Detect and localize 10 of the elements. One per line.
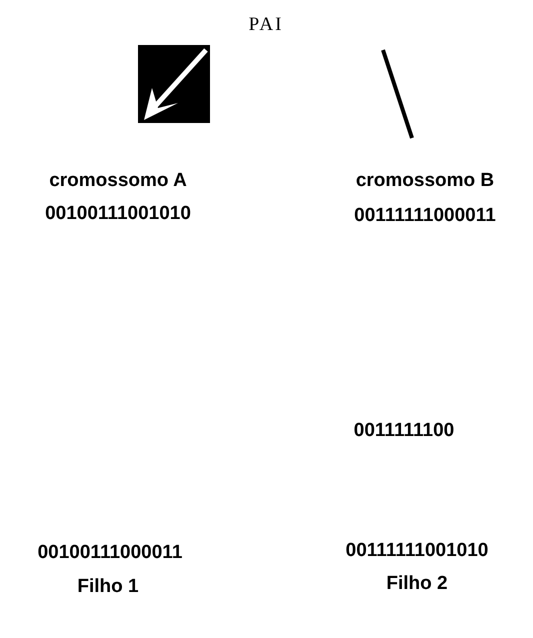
bit-string: 00111111001010 [346, 540, 488, 562]
offspring-label: Filho 1 [77, 576, 139, 598]
chromosome-label: cromossomo B [356, 170, 494, 192]
bit-string: 00100111000011 [38, 542, 182, 564]
offspring-label: Filho 2 [386, 573, 448, 595]
diagram-title: PAI [248, 14, 284, 36]
bit-string: 00100111001010 [45, 203, 191, 225]
bit-string: 00111111000011 [354, 205, 496, 227]
chromosome-label: cromossomo A [49, 170, 187, 192]
bit-string: 0011111100 [354, 420, 454, 442]
